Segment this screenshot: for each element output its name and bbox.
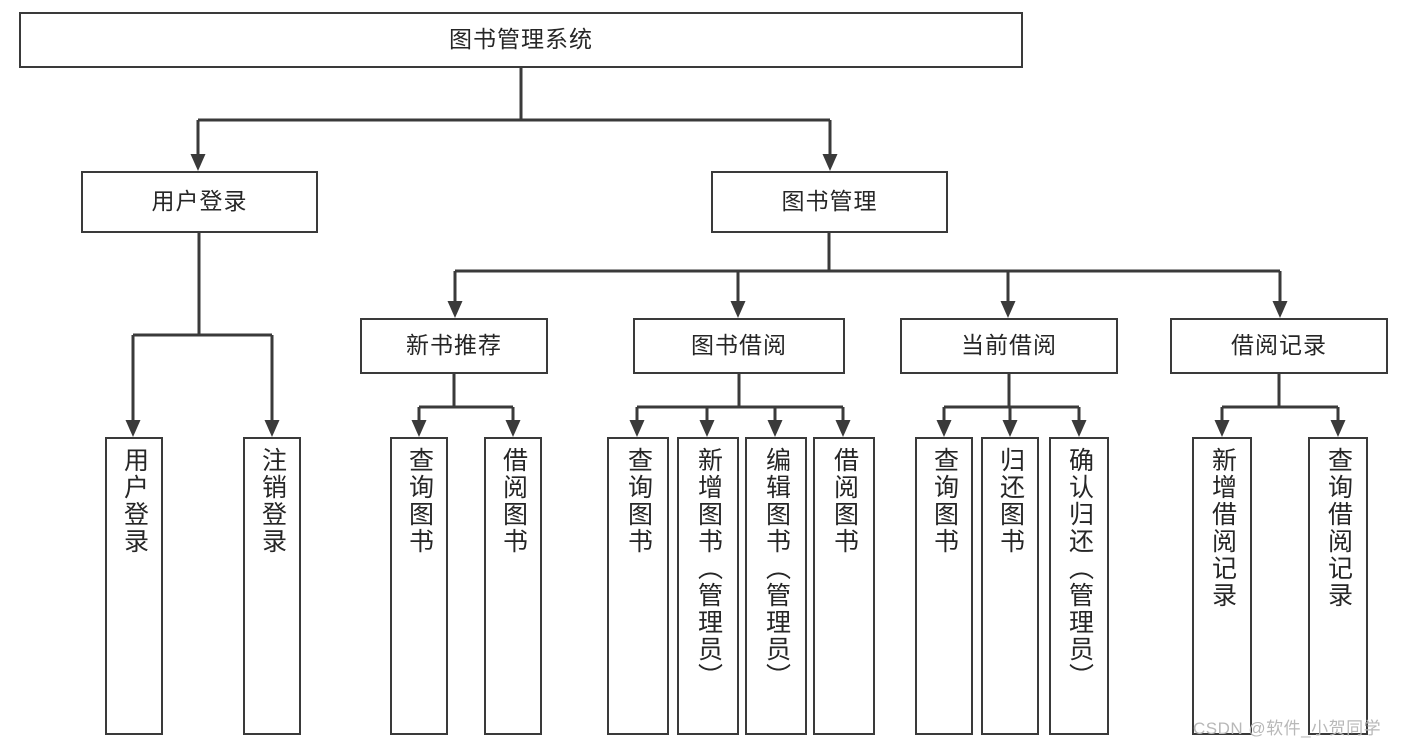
arrowhead-book-manage-to-level3-2: [1000, 301, 1016, 318]
node-label-user-login: 用户登录: [151, 188, 248, 215]
node-label-leaf-confirm-return-admin: 确认归还（管理员）: [1065, 447, 1094, 690]
node-label-leaf-add-borrow-record: 新增借阅记录: [1208, 447, 1237, 609]
node-leaf-add-borrow-record[interactable]: 新增借阅记录: [1192, 437, 1252, 735]
node-leaf-query-book-2[interactable]: 查询图书: [607, 437, 669, 735]
arrowhead-record-to-leaves-0: [1214, 420, 1230, 437]
node-label-leaf-borrow-book-1: 借阅图书: [499, 447, 528, 555]
node-label-leaf-user-login: 用户登录: [120, 447, 149, 555]
node-leaf-query-book-3[interactable]: 查询图书: [915, 437, 973, 735]
arrowhead-current-to-leaves-1: [1002, 420, 1018, 437]
node-book-manage[interactable]: 图书管理: [711, 171, 948, 233]
node-leaf-borrow-book-1[interactable]: 借阅图书: [484, 437, 542, 735]
arrowhead-current-to-leaves-0: [936, 420, 952, 437]
node-label-leaf-query-borrow-record: 查询借阅记录: [1324, 447, 1353, 609]
node-book-borrow[interactable]: 图书借阅: [633, 318, 845, 374]
node-label-book-manage: 图书管理: [781, 188, 878, 215]
node-leaf-query-book-1[interactable]: 查询图书: [390, 437, 448, 735]
node-leaf-return-book[interactable]: 归还图书: [981, 437, 1039, 735]
node-label-leaf-query-book-3: 查询图书: [930, 447, 959, 555]
node-label-current-borrow: 当前借阅: [961, 332, 1057, 359]
arrowhead-borrow-to-leaves-1: [699, 420, 715, 437]
arrowhead-recommend-to-leaves-0: [411, 420, 427, 437]
node-label-leaf-query-book-2: 查询图书: [624, 447, 653, 555]
node-leaf-user-login[interactable]: 用户登录: [105, 437, 163, 735]
arrowhead-book-manage-to-level3-0: [447, 301, 463, 318]
arrowhead-current-to-leaves-2: [1071, 420, 1087, 437]
node-user-login[interactable]: 用户登录: [81, 171, 318, 233]
node-root[interactable]: 图书管理系统: [19, 12, 1023, 68]
arrowhead-user-login-to-leaves-1: [264, 420, 280, 437]
node-leaf-user-logout[interactable]: 注销登录: [243, 437, 301, 735]
arrowhead-root-to-level2-0: [190, 154, 206, 171]
node-leaf-confirm-return-admin[interactable]: 确认归还（管理员）: [1049, 437, 1109, 735]
node-label-leaf-borrow-book-2: 借阅图书: [830, 447, 859, 555]
arrowhead-root-to-level2-1: [822, 154, 838, 171]
node-leaf-add-book-admin[interactable]: 新增图书（管理员）: [677, 437, 739, 735]
node-leaf-query-borrow-record[interactable]: 查询借阅记录: [1308, 437, 1368, 735]
node-borrow-record[interactable]: 借阅记录: [1170, 318, 1388, 374]
node-label-leaf-edit-book-admin: 编辑图书（管理员）: [762, 447, 791, 690]
arrowhead-user-login-to-leaves-0: [125, 420, 141, 437]
node-label-new-book-recommend: 新书推荐: [406, 332, 502, 359]
arrowhead-book-manage-to-level3-3: [1272, 301, 1288, 318]
node-current-borrow[interactable]: 当前借阅: [900, 318, 1118, 374]
arrowhead-borrow-to-leaves-3: [835, 420, 851, 437]
arrowhead-borrow-to-leaves-2: [767, 420, 783, 437]
arrowhead-recommend-to-leaves-1: [505, 420, 521, 437]
node-label-root: 图书管理系统: [449, 26, 593, 53]
node-label-leaf-add-book-admin: 新增图书（管理员）: [694, 447, 723, 690]
node-label-leaf-return-book: 归还图书: [996, 447, 1025, 555]
node-label-leaf-user-logout: 注销登录: [258, 447, 287, 555]
arrowhead-record-to-leaves-1: [1330, 420, 1346, 437]
node-label-leaf-query-book-1: 查询图书: [405, 447, 434, 555]
node-label-book-borrow: 图书借阅: [691, 332, 787, 359]
arrowhead-book-manage-to-level3-1: [730, 301, 746, 318]
node-label-borrow-record: 借阅记录: [1231, 332, 1327, 359]
node-leaf-edit-book-admin[interactable]: 编辑图书（管理员）: [745, 437, 807, 735]
node-leaf-borrow-book-2[interactable]: 借阅图书: [813, 437, 875, 735]
arrowhead-borrow-to-leaves-0: [629, 420, 645, 437]
node-new-book-recommend[interactable]: 新书推荐: [360, 318, 548, 374]
